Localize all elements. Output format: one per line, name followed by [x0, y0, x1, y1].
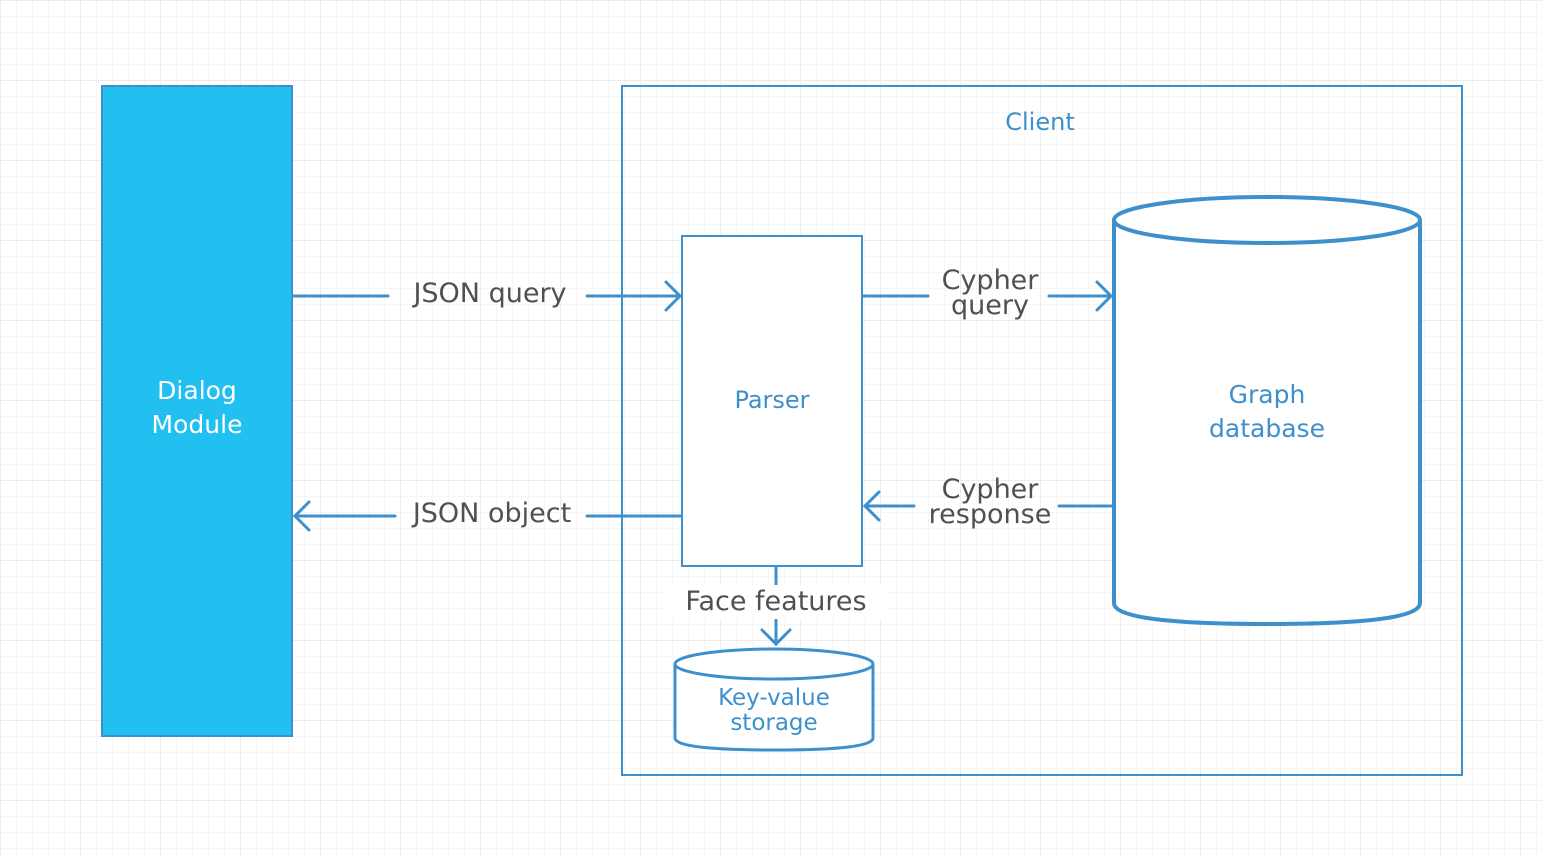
- edge-json-query: [291, 280, 683, 312]
- edge-cypher-query: [861, 280, 1114, 312]
- cypher-query-label-line-1: Cypher: [941, 265, 1039, 296]
- edge-json-object: [292, 500, 683, 532]
- graph-database-label: Graph database: [1114, 378, 1420, 446]
- graph-database-label-line-2: database: [1209, 414, 1325, 443]
- key-value-storage-label: Key-value storage: [674, 686, 874, 736]
- parser-box[interactable]: [681, 235, 863, 567]
- dialog-module-label-line-1: Dialog: [157, 376, 237, 405]
- edge-face-features: [760, 565, 792, 647]
- graph-database-label-line-1: Graph: [1228, 380, 1306, 409]
- face-features-label: Face features: [666, 585, 886, 619]
- cypher-query-label-line-2: query: [951, 290, 1029, 321]
- json-query-label: JSON query: [413, 278, 567, 309]
- edge-cypher-response: [862, 490, 1114, 522]
- key-value-storage-label-line-2: storage: [730, 710, 818, 736]
- key-value-storage-label-line-1: Key-value: [718, 685, 830, 711]
- cypher-response-label-line-2: response: [928, 499, 1052, 530]
- parser-label: Parser: [734, 386, 810, 414]
- cypher-response-label-line-1: Cypher: [941, 474, 1039, 505]
- json-object-label: JSON object: [412, 498, 572, 529]
- dialog-module-label-line-2: Module: [151, 410, 243, 439]
- cypher-response-label: Cypher response: [910, 474, 1070, 530]
- dialog-module-box[interactable]: [101, 85, 293, 737]
- client-title: Client: [1005, 108, 1075, 136]
- dialog-module-label: Dialog Module: [102, 374, 292, 442]
- key-value-storage-cylinder[interactable]: [673, 647, 875, 752]
- client-container[interactable]: [621, 85, 1463, 776]
- cypher-query-label: Cypher query: [920, 265, 1060, 321]
- graph-database-cylinder[interactable]: [1112, 195, 1422, 627]
